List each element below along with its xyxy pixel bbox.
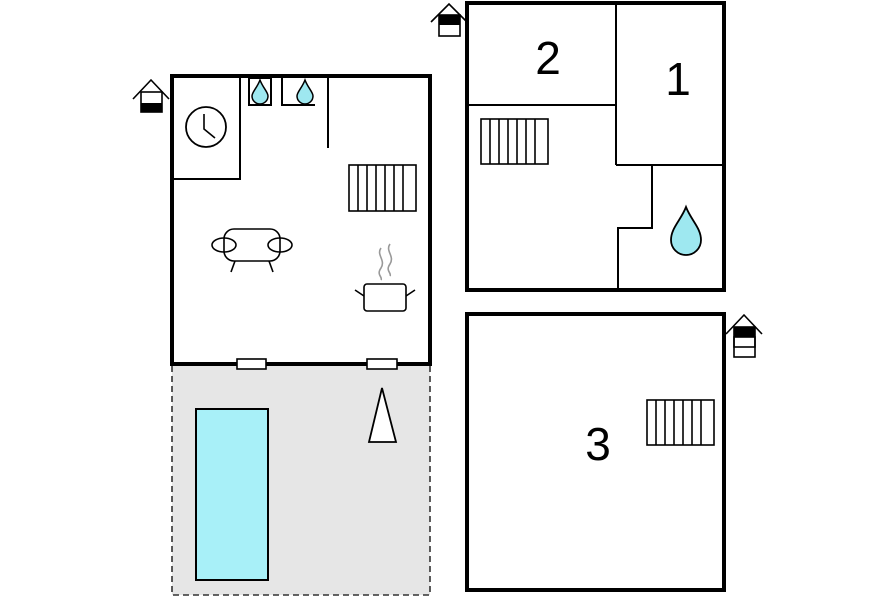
utility-room-walls — [174, 78, 241, 180]
washroom-cell-2 — [281, 78, 315, 106]
upper-floor-walls — [465, 1, 726, 292]
parasol-icon — [367, 387, 398, 443]
water-drop-icon — [296, 77, 314, 105]
stairs-icon — [646, 399, 715, 446]
cooking-pot-icon — [354, 243, 416, 312]
annex-floor: 3 — [465, 312, 763, 592]
clock-icon — [185, 106, 227, 148]
ground-floor — [132, 74, 432, 596]
room-1-label: 1 — [665, 53, 691, 105]
water-drop-icon — [251, 77, 269, 105]
terrace-door-right — [366, 358, 398, 370]
ground-floor-walls — [170, 74, 432, 366]
annex-walls — [465, 312, 726, 592]
stairs-icon — [480, 118, 549, 165]
terrace-door-left — [236, 358, 267, 370]
room-2-label: 2 — [535, 32, 561, 84]
house-level-icon — [132, 78, 170, 113]
room-3-label: 3 — [585, 418, 611, 470]
upper-floor: 2 1 — [430, 1, 726, 292]
water-drop-icon — [670, 204, 702, 256]
house-level-icon — [725, 313, 763, 358]
bathroom-walls — [617, 165, 653, 288]
house-level-icon — [430, 2, 468, 37]
sofa-icon — [211, 228, 293, 273]
stairs-icon — [348, 164, 417, 212]
pool-icon — [195, 408, 269, 581]
